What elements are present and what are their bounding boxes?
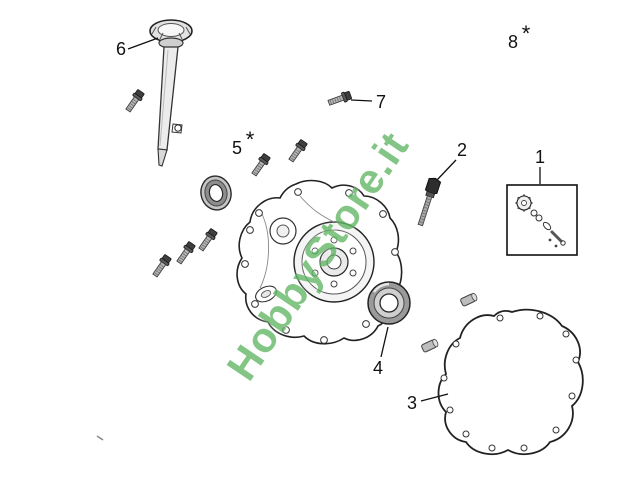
callout-part8: 8: [508, 32, 518, 52]
callout-part5: 5: [232, 138, 242, 158]
boss-bolt-holes: [311, 236, 357, 288]
kit-box-outline: [506, 184, 578, 256]
cap-ribs: [151, 26, 191, 40]
leader-part2: [436, 159, 457, 181]
cover-casting-lines: [259, 195, 335, 289]
flange-bolt: [176, 241, 196, 265]
flange-bolt: [198, 228, 218, 252]
leader-part3: [420, 393, 449, 402]
oil-sensor: [417, 177, 442, 227]
parts-kit-box: [506, 184, 578, 256]
gasket-bolt-holes: [440, 312, 580, 452]
callout-part6: 6: [116, 39, 126, 59]
tube-bracket: [171, 123, 183, 134]
dipstick-tip: [157, 148, 168, 167]
flange-bolt: [152, 254, 172, 278]
flange-bolt: [251, 153, 271, 177]
callout-part2: 2: [457, 140, 467, 160]
dowel-pin: [460, 292, 478, 307]
flange-bolt: [288, 139, 308, 163]
gasket-outline: [437, 308, 584, 456]
speck: [96, 435, 104, 441]
cover-gasket: [437, 308, 584, 456]
callout-part4: 4: [373, 358, 383, 378]
callout-part8-asterisk: *: [522, 21, 531, 46]
callout-part3: 3: [407, 393, 417, 413]
flange-bolt-part7: [327, 91, 352, 106]
callout-part5-asterisk: *: [246, 127, 255, 152]
leader-part6: [127, 37, 159, 50]
kit-contents: [515, 194, 566, 248]
leader-part4: [380, 326, 389, 358]
dowel-pin: [421, 338, 439, 353]
callout-part1: 1: [535, 147, 545, 167]
oil-seal: [200, 175, 232, 211]
camshaft-bore: [276, 224, 290, 238]
leader-lines: [127, 37, 541, 402]
callout-part7: 7: [376, 92, 386, 112]
bearing-boss-bore: [326, 254, 342, 270]
leader-part7: [350, 99, 373, 102]
dipstick-assembly: [149, 19, 193, 167]
flange-bolt: [125, 89, 145, 113]
tube-highlight: [159, 49, 169, 147]
ball-bearing: [367, 281, 411, 325]
bearing-highlight: [372, 282, 390, 293]
tube-bracket-hole: [174, 124, 182, 132]
oil-passage-inner: [260, 290, 272, 298]
crankcase-cover: [236, 179, 403, 345]
dipstick-cap-inner: [157, 23, 185, 37]
